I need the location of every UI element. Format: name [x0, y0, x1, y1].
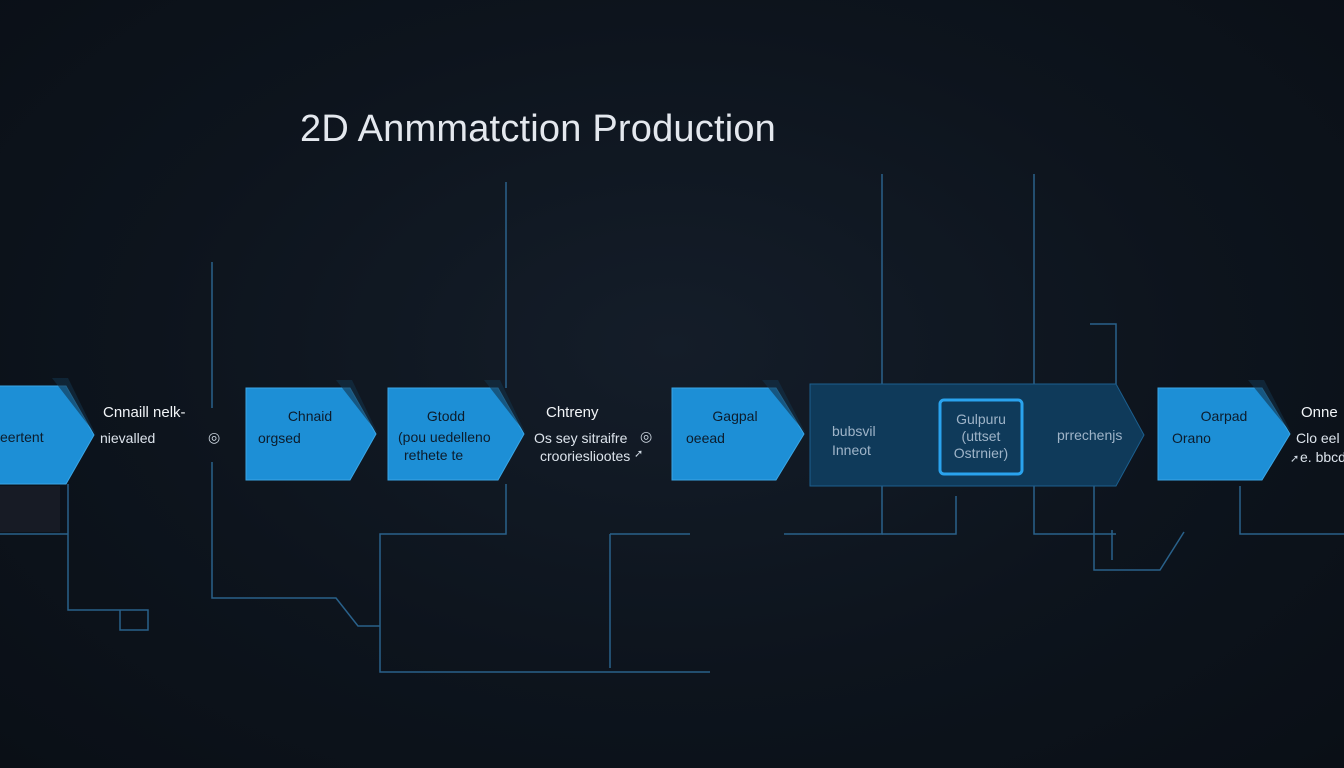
connector-line	[882, 496, 957, 535]
left-panel-fragment	[0, 486, 60, 532]
highlight-inner-box	[938, 398, 1024, 476]
diagram-title: 2D Anmmatction Production	[300, 108, 777, 150]
connector-line	[211, 462, 380, 627]
step-5-title: Oarpad	[1200, 408, 1248, 424]
step-arrow-5	[1157, 387, 1291, 481]
step-shapes	[0, 378, 1292, 532]
cursor-icon: ➚	[1290, 452, 1300, 465]
step-4-title: Gagpal	[712, 408, 758, 424]
step-5-sub: Orano	[1172, 430, 1211, 446]
step-3-title: Gtodd	[426, 408, 466, 424]
step-3-sub2: rethete te	[404, 447, 464, 463]
step-arrow-flap	[336, 380, 378, 434]
connector-line	[784, 486, 883, 535]
between-3-sub2: e. bbcd	[1300, 449, 1344, 465]
highlight-box-2: (uttset	[961, 428, 1001, 444]
step-arrow-4	[671, 387, 805, 481]
connector-line	[1239, 486, 1344, 535]
highlight-block	[809, 383, 1145, 487]
connector-line	[67, 484, 120, 611]
step-arrow-flap	[52, 378, 96, 435]
step-arrow-flap	[762, 380, 806, 434]
between-1-sub: nievalled	[100, 430, 156, 446]
step-1-label: eertent	[0, 429, 44, 445]
connector-line	[119, 609, 149, 631]
step-2-sub: orgsed	[258, 430, 301, 446]
step-arrow-1	[0, 385, 95, 485]
connector-lines	[0, 174, 1344, 673]
between-3-title: Onne	[1301, 404, 1338, 421]
step-arrow-flap	[484, 380, 526, 434]
connector-line	[379, 484, 710, 673]
cursor-icon: ➚	[634, 447, 644, 460]
step-arrow-flap	[1248, 380, 1292, 434]
between-3-sub: Clo eel	[1296, 430, 1340, 446]
highlight-box-1: Gulpuru	[956, 411, 1006, 427]
highlight-right-1: prrechenjs	[1057, 427, 1123, 443]
step-arrow-3	[387, 387, 525, 481]
eye-icon: ◎	[208, 430, 221, 446]
step-4-sub: oeead	[686, 430, 725, 446]
connector-line	[1090, 323, 1117, 384]
connector-line	[1093, 486, 1185, 571]
highlight-left-2: Inneot	[832, 442, 871, 458]
between-1-title: Cnnaill nelk-	[103, 404, 186, 421]
highlight-box-3: Ostrnier)	[953, 445, 1009, 461]
step-arrow-2	[245, 387, 377, 481]
highlight-left-1: bubsvil	[832, 423, 876, 439]
connector-line	[1033, 486, 1116, 535]
between-2-title: Chtreny	[546, 404, 599, 421]
between-2-sub2: crooriesliootes	[540, 448, 631, 464]
eye-icon: ◎	[640, 429, 653, 445]
between-2-sub: Os sey sitraifre	[534, 430, 628, 446]
step-3-sub: (pou uedelleno	[398, 429, 491, 445]
step-2-title: Chnaid	[287, 408, 333, 424]
